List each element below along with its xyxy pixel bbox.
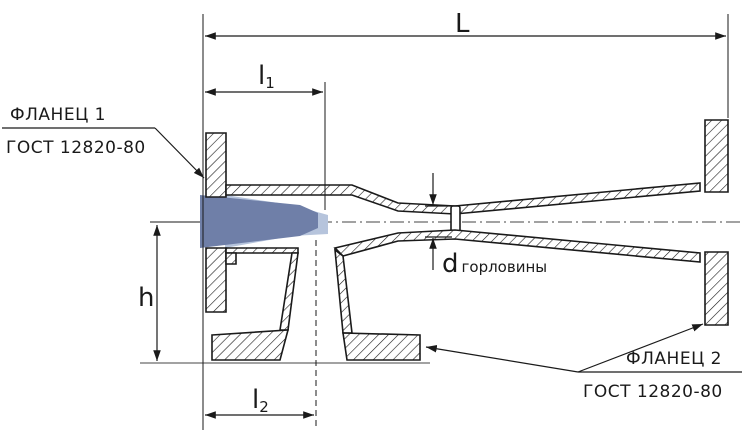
callout-flange-2-line2: ГОСТ 12820-80 — [583, 382, 723, 402]
flange-2-upper — [704, 119, 729, 193]
suction-branch-left — [279, 252, 299, 331]
extension-lines — [150, 14, 729, 430]
dim-label-L: L — [455, 9, 470, 39]
flange-2 — [704, 119, 729, 326]
suction-branch-right — [334, 248, 353, 334]
dim-line-d — [425, 173, 452, 270]
callout-flange-1-line1: ФЛАНЕЦ 1 — [10, 105, 106, 125]
flange-1 — [205, 132, 227, 313]
dim-label-l1: l1 — [258, 61, 275, 92]
callout-leaders — [2, 127, 742, 373]
nozzle-dark-fill — [200, 195, 318, 248]
callout-flange-1-line2: ГОСТ 12820-80 — [6, 138, 146, 158]
suction-flange — [211, 329, 421, 361]
dim-label-h: h — [138, 283, 154, 313]
flange-2-lower — [704, 251, 729, 326]
nozzle-cone — [200, 195, 328, 248]
body-lower-wall-right — [333, 229, 701, 263]
flange-1-upper — [205, 132, 227, 198]
inlet-stub — [225, 252, 237, 265]
dim-label-l2: l2 — [252, 385, 269, 416]
suction-flange-right — [342, 332, 421, 361]
flange-1-lower — [205, 247, 227, 313]
suction-flange-left — [211, 329, 290, 361]
callout-flange-2-line1: ФЛАНЕЦ 2 — [626, 349, 722, 369]
body-upper-wall — [225, 182, 701, 215]
